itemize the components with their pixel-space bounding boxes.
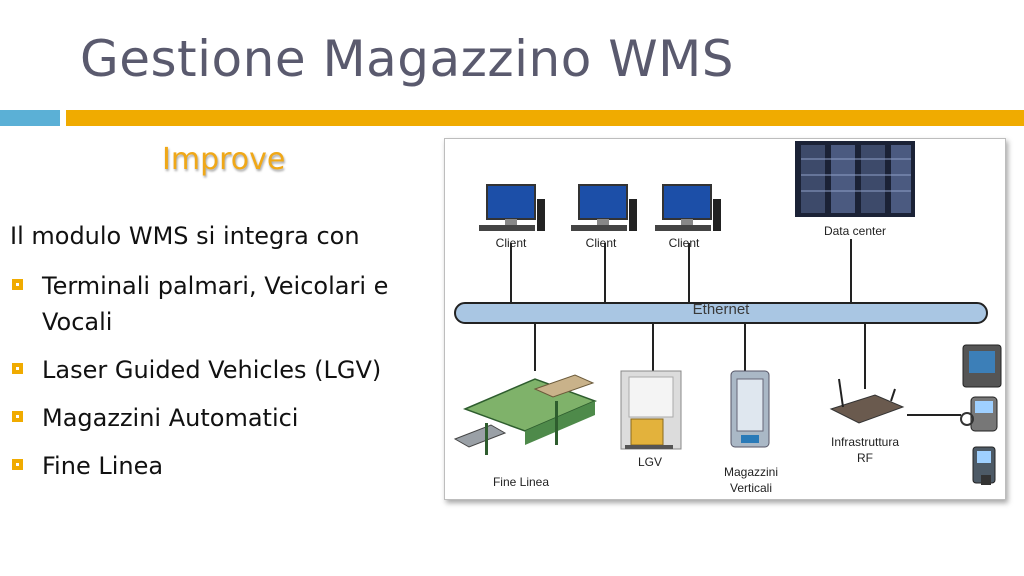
bullet-square-icon [12, 279, 23, 290]
client-computer-icon [571, 184, 637, 231]
intro-text: Il modulo WMS si integra con [10, 222, 360, 250]
bullet-text: Magazzini Automatici [42, 404, 299, 432]
client-label-1: Client [495, 236, 527, 250]
vertical-warehouse-icon [730, 370, 770, 448]
bullet-item: Fine Linea [10, 448, 440, 484]
bullet-text: Fine Linea [42, 452, 164, 480]
conveyor-icon [453, 374, 598, 455]
rf-access-point-icon [829, 378, 905, 424]
diagram-svg [453, 141, 1002, 485]
vehicle-terminal-icon [962, 344, 1002, 388]
bullet-text: Laser Guided Vehicles (LGV) [42, 356, 382, 384]
network-diagram: Ethernet Client Client Client Data cente… [444, 138, 1006, 500]
client-label-2: Client [585, 236, 617, 250]
bullet-square-icon [12, 411, 23, 422]
datacenter-icon [795, 141, 915, 217]
magazzini-label-line2: Verticali [729, 481, 773, 495]
scanner-gun-icon [972, 446, 996, 485]
lgv-label: LGV [637, 455, 662, 469]
subtitle-improve: Improve [162, 142, 286, 177]
bullet-square-icon [12, 459, 23, 470]
bullet-text: Terminali palmari, Veicolari e Vocali [42, 272, 389, 336]
client-label-3: Client [668, 236, 700, 250]
bullet-item: Magazzini Automatici [10, 400, 440, 436]
bullet-item: Laser Guided Vehicles (LGV) [10, 352, 440, 388]
rf-label-line2: RF [857, 451, 873, 465]
accent-band-blue [0, 110, 60, 126]
slide-title: Gestione Magazzino WMS [80, 30, 735, 88]
rf-label-line1: Infrastruttura [830, 435, 900, 449]
handheld-terminal-icon [960, 396, 998, 432]
client-computer-icon [479, 184, 545, 231]
ethernet-label: Ethernet [692, 301, 750, 318]
client-computer-icon [655, 184, 721, 231]
bullet-square-icon [12, 363, 23, 374]
magazzini-label-line1: Magazzini [723, 465, 779, 479]
lgv-icon [620, 370, 682, 450]
bullet-list: Terminali palmari, Veicolari e Vocali La… [10, 268, 440, 496]
ethernet-bus [454, 302, 988, 324]
datacenter-label: Data center [823, 224, 887, 238]
accent-band-orange [66, 110, 1024, 126]
bullet-item: Terminali palmari, Veicolari e Vocali [10, 268, 440, 340]
fine-linea-label: Fine Linea [492, 475, 550, 489]
